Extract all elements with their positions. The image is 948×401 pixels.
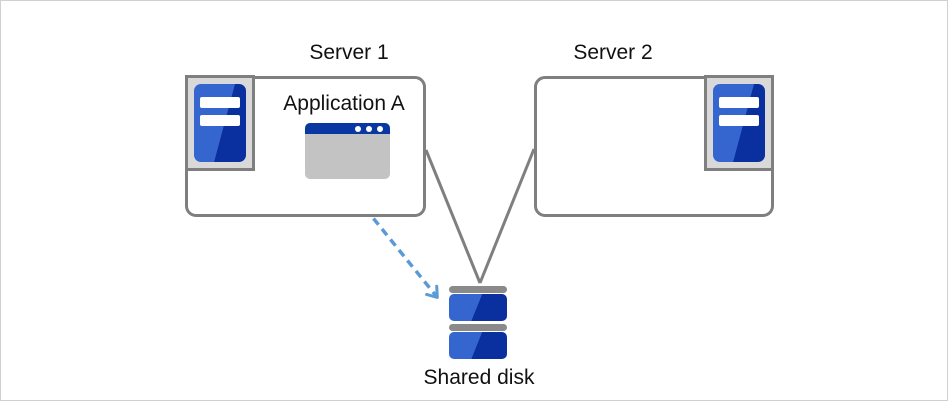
server1-label: Server 1	[309, 41, 389, 64]
server-tower-body	[713, 84, 765, 162]
connector-server2-to-disk	[478, 148, 536, 284]
server-slot	[200, 97, 240, 108]
server-tower-body	[194, 84, 246, 162]
server-slot	[200, 115, 240, 126]
application-titlebar	[305, 123, 390, 134]
titlebar-dot-icon	[377, 125, 383, 132]
shared-disk-icon	[449, 286, 507, 359]
server-slot	[719, 115, 759, 126]
server2-tower-icon	[704, 75, 774, 171]
titlebar-dot-icon	[355, 125, 361, 132]
server-slot	[719, 97, 759, 108]
disk-lid	[449, 324, 507, 331]
disk-lid	[449, 286, 507, 293]
server1-tower-icon	[185, 75, 255, 171]
application-window-icon	[305, 123, 390, 179]
shared-disk-label: Shared disk	[423, 366, 535, 389]
server2-label: Server 2	[573, 41, 653, 64]
titlebar-dot-icon	[366, 125, 372, 132]
connector-server1-to-disk	[424, 149, 482, 284]
disk-unit	[449, 294, 507, 321]
disk-unit	[449, 332, 507, 359]
application-a-label: Application A	[283, 92, 405, 115]
